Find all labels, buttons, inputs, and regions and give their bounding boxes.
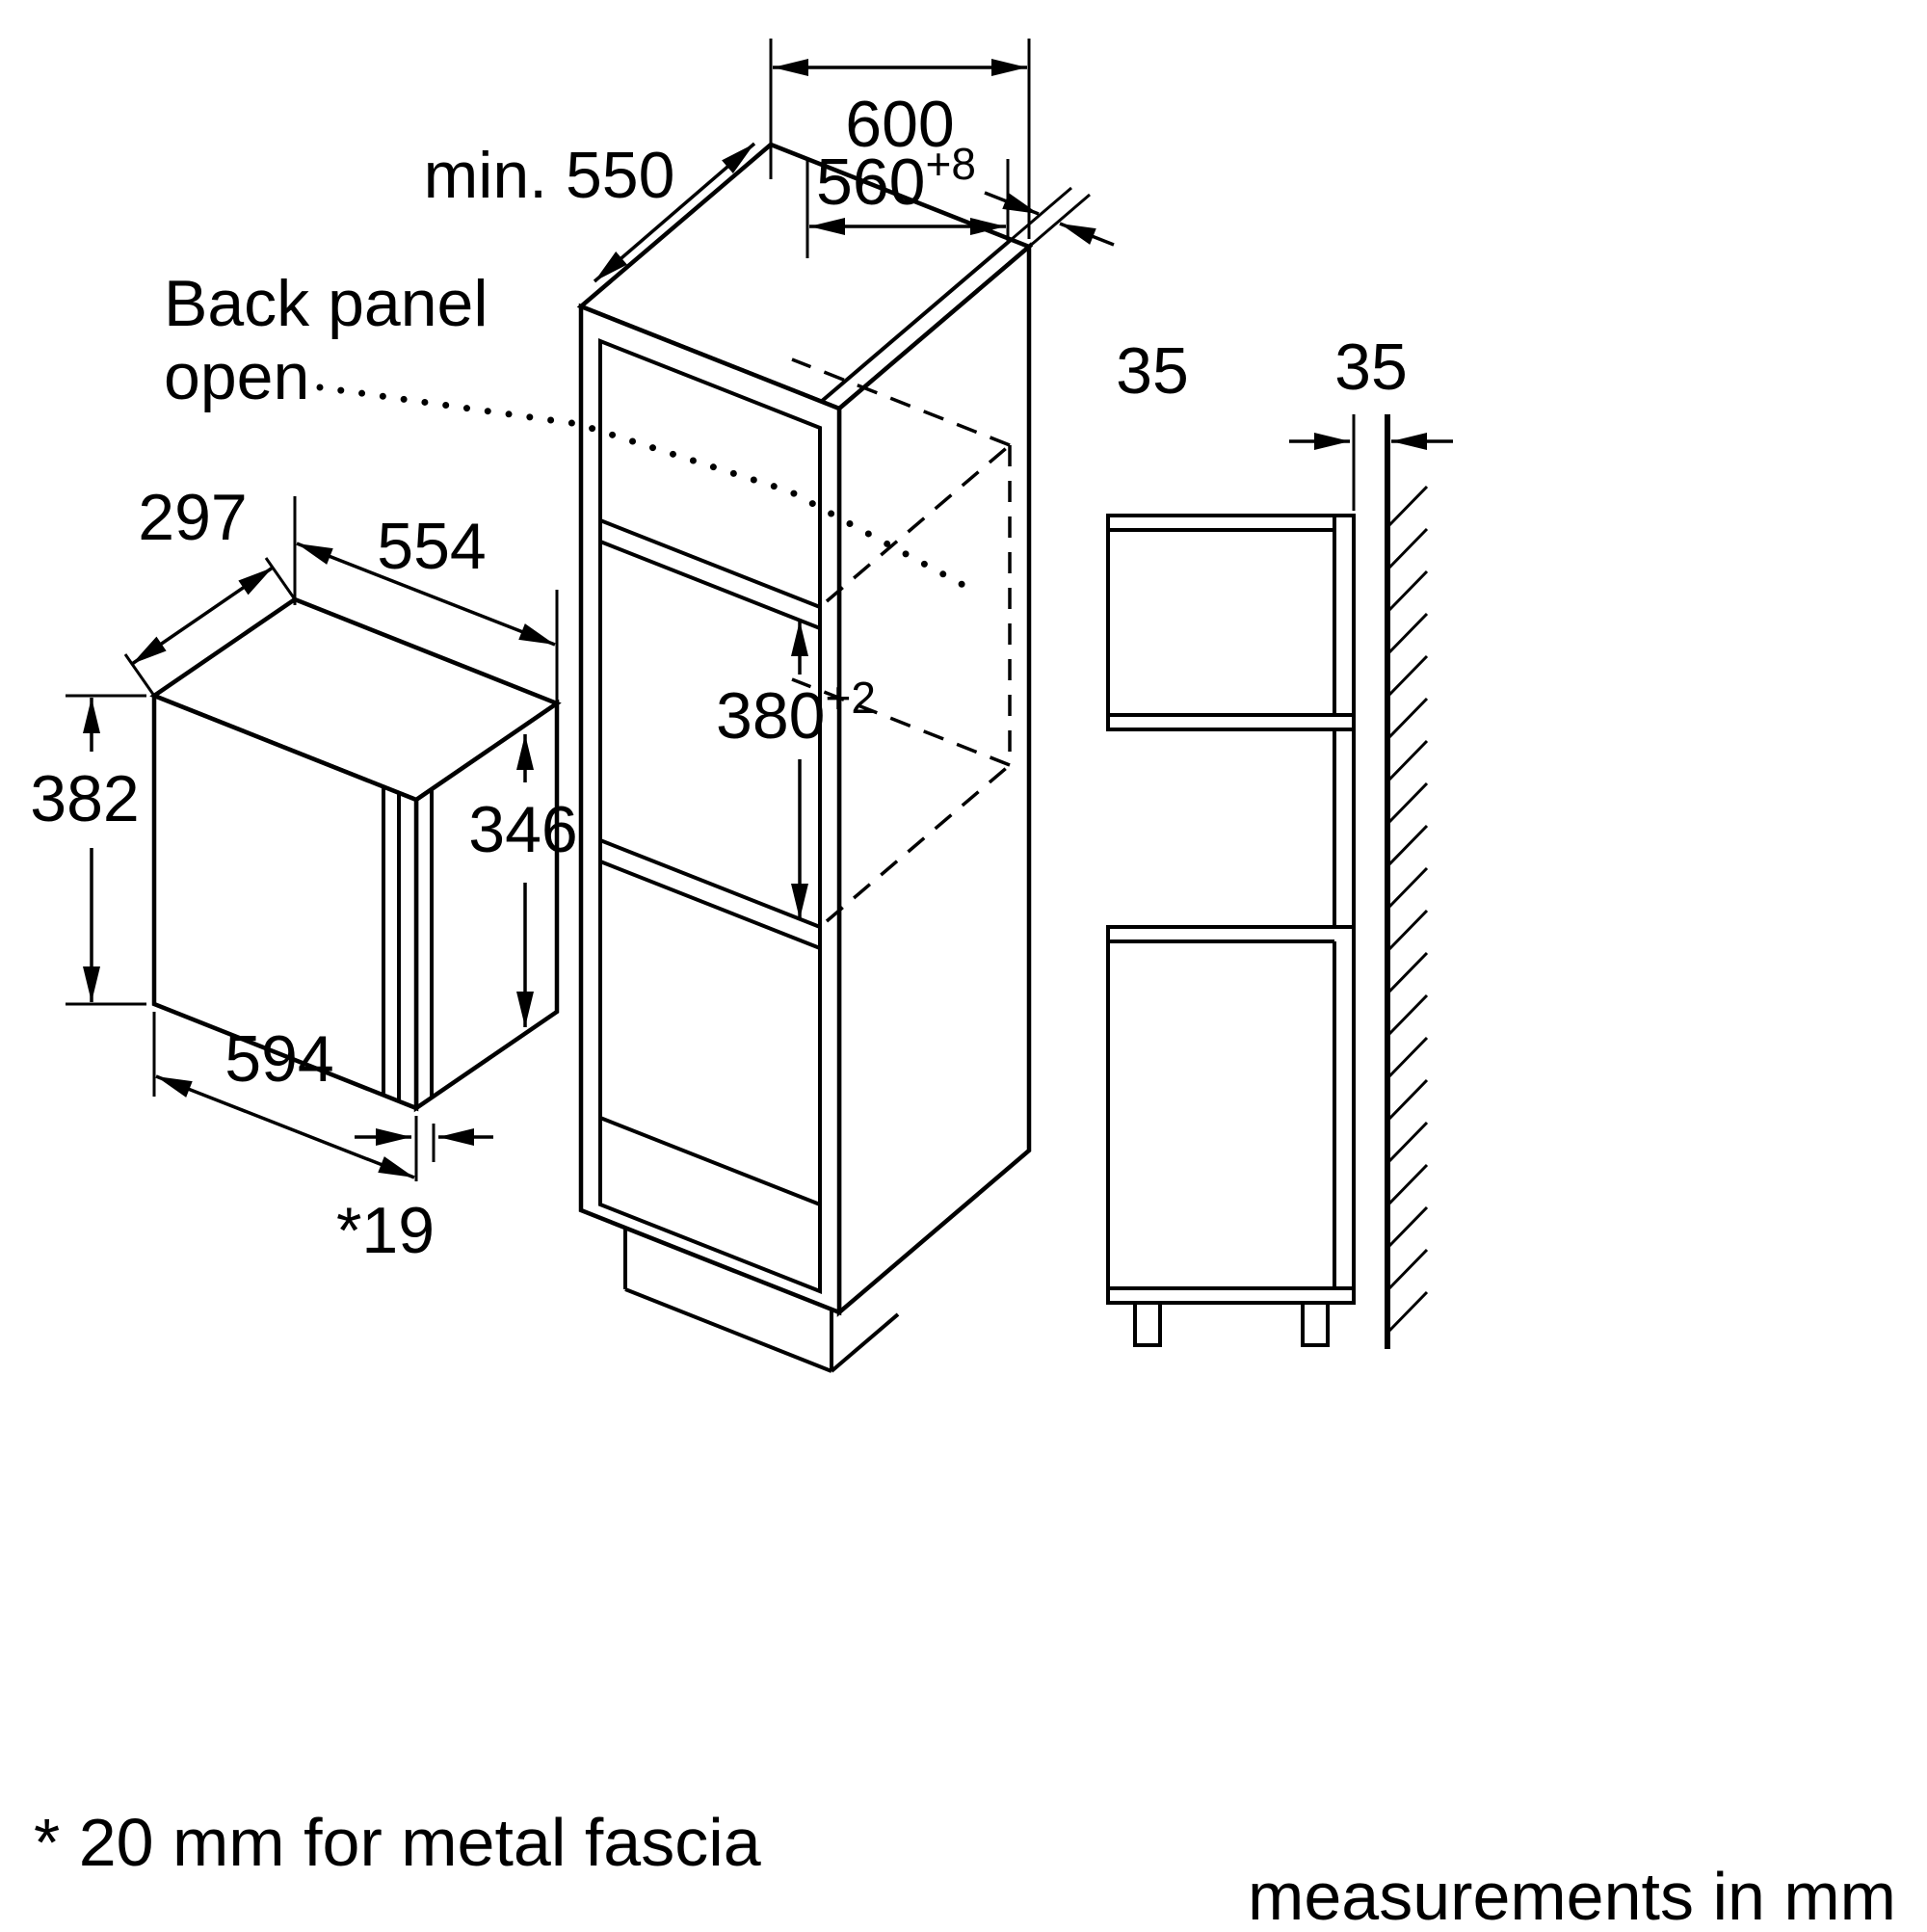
units-note: measurements in mm — [1248, 1859, 1896, 1927]
dim-appliance-top-width: 554 — [293, 496, 559, 706]
dim-top-rear-gap-value: 35 — [1116, 334, 1189, 408]
back-panel-note-line1: Back panel — [164, 267, 488, 340]
cabinet-plinth — [623, 1228, 900, 1373]
cabinet-top-inner-wall-line — [819, 238, 1013, 404]
dim-niche-height: 380+2 — [716, 621, 876, 919]
microwave-door-edge-lines — [382, 787, 401, 1101]
back-panel-note-line2: open — [164, 340, 309, 413]
cabinet-shelf-lower — [599, 838, 821, 950]
dim-appliance-front-height-value: 346 — [468, 793, 577, 866]
dim-appliance-height-extensions — [66, 694, 146, 1006]
dim-appliance-depth-value: 297 — [138, 481, 247, 554]
dim-niche-height-value: 380+2 — [716, 673, 876, 753]
back-panel-note: Back panel open — [164, 267, 972, 592]
dim-cabinet-width-value: 600 — [845, 88, 954, 161]
side-view-lower-cabinet — [1106, 925, 1356, 1305]
cabinet-front-inner-frame — [598, 338, 822, 1294]
cabinet-isometric — [576, 142, 1034, 1373]
dim-fascia-offset-value: *19 — [336, 1194, 435, 1267]
back-panel-dotted-leader — [316, 384, 972, 592]
dim-wall-gap: 35 — [1289, 331, 1453, 511]
dim-wall-gap-extensions — [1352, 414, 1389, 511]
dim-top-rear-gap-extensions — [1010, 186, 1091, 249]
dim-appliance-depth-line — [131, 566, 274, 666]
side-view-upper-cabinet-inner — [1108, 516, 1354, 717]
dim-appliance-depth-extensions — [123, 557, 297, 697]
dim-cabinet-width: 600 — [769, 39, 1031, 239]
dim-appliance-top-width-extensions — [293, 496, 559, 706]
dim-appliance-top-width-line — [296, 542, 556, 647]
dim-top-rear-gap: 35 — [984, 186, 1189, 408]
side-view-legs — [1133, 1303, 1330, 1347]
dim-niche-width-value: 560+8 — [816, 139, 976, 219]
dim-top-rear-gap-arrow-upper — [984, 191, 1040, 216]
dim-appliance-front-width-extensions — [152, 1012, 418, 1181]
dim-appliance-top-width-value: 554 — [377, 510, 486, 583]
dim-niche-width-tolerance: +8 — [926, 139, 976, 189]
dim-niche-height-number: 380 — [716, 679, 825, 753]
side-view-lower-cabinet-inner — [1108, 940, 1354, 1290]
side-view-back-rails — [1333, 729, 1356, 927]
dim-appliance-depth: 297 — [123, 481, 297, 697]
cabinet-shelf-upper — [599, 518, 821, 630]
dim-cabinet-depth-value: min. 550 — [424, 139, 675, 212]
fascia-footnote: * 20 mm for metal fascia — [34, 1805, 761, 1880]
dim-appliance-height: 382 — [30, 694, 146, 1006]
dim-cabinet-depth-line — [593, 142, 756, 283]
cabinet-floor-line — [599, 1116, 821, 1206]
cabinet-right-face — [836, 242, 1032, 1317]
cabinet-hidden-shelf-edges — [791, 357, 1012, 923]
dim-appliance-front-width-line — [155, 1074, 415, 1179]
dim-niche-height-tolerance: +2 — [826, 673, 876, 723]
dim-appliance-front-width: 594 — [152, 1012, 418, 1181]
dim-appliance-front-height: 346 — [468, 734, 578, 1027]
side-view — [1106, 414, 1429, 1349]
dim-top-rear-gap-arrow-lower — [1059, 222, 1115, 247]
dim-wall-gap-value: 35 — [1334, 331, 1408, 404]
dim-cabinet-depth: min. 550 — [424, 139, 756, 283]
dim-appliance-height-value: 382 — [30, 762, 139, 835]
side-view-upper-cabinet — [1106, 514, 1356, 731]
dim-niche-width-number: 560 — [816, 146, 925, 219]
dim-appliance-front-width-value: 594 — [224, 1022, 333, 1096]
dim-fascia-offset: *19 — [336, 1124, 493, 1267]
microwave-door-face — [151, 692, 419, 1112]
wall-hatching — [1387, 485, 1429, 1333]
